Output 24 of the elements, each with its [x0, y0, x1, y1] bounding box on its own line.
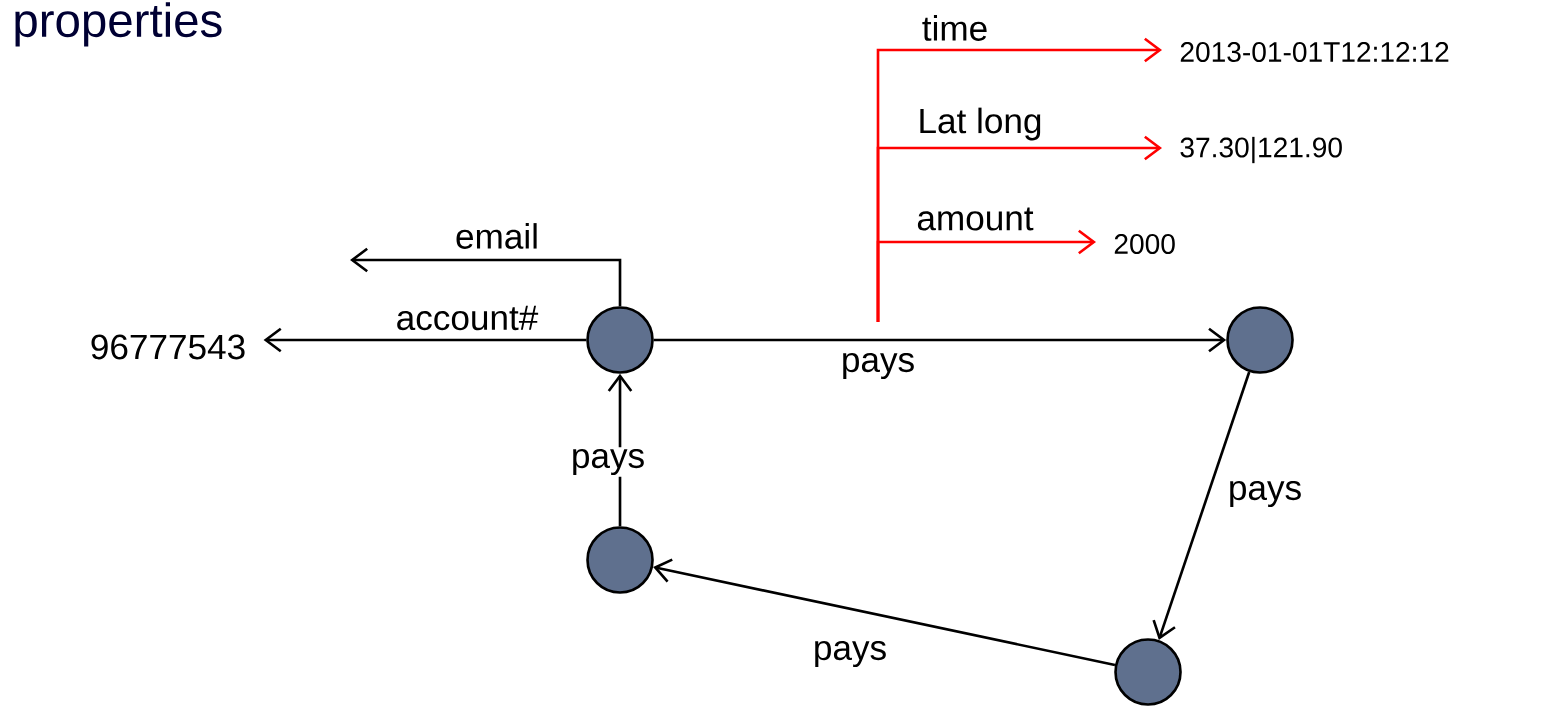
- graph-node: [586, 526, 654, 594]
- arrow: [1152, 371, 1251, 640]
- edge-label: account#: [393, 304, 541, 332]
- graph-node: [586, 306, 654, 374]
- arrow: [350, 247, 622, 307]
- graph-node: [1114, 638, 1182, 706]
- edge-label: pays: [569, 447, 647, 477]
- title: properties: [15, 2, 222, 47]
- edge-label: time: [920, 13, 990, 43]
- edge-label: pays: [1226, 479, 1304, 509]
- value-text: 96777543: [91, 334, 245, 360]
- edge-label: email: [453, 221, 541, 251]
- edge-label: pays: [811, 639, 889, 669]
- edge-label: Lat long: [915, 105, 1045, 143]
- value-text: 2000: [1114, 234, 1175, 254]
- graph-node: [1226, 306, 1294, 374]
- arrow: [263, 327, 587, 353]
- arrow: [653, 327, 1227, 353]
- edge-label: pays: [839, 351, 917, 381]
- arrow: [876, 229, 1096, 322]
- value-text: 37.30|121.90: [1180, 136, 1342, 164]
- edge-label: amount: [914, 205, 1036, 233]
- arrow: [653, 558, 1116, 667]
- value-text: 2013-01-01T12:12:12: [1180, 42, 1449, 62]
